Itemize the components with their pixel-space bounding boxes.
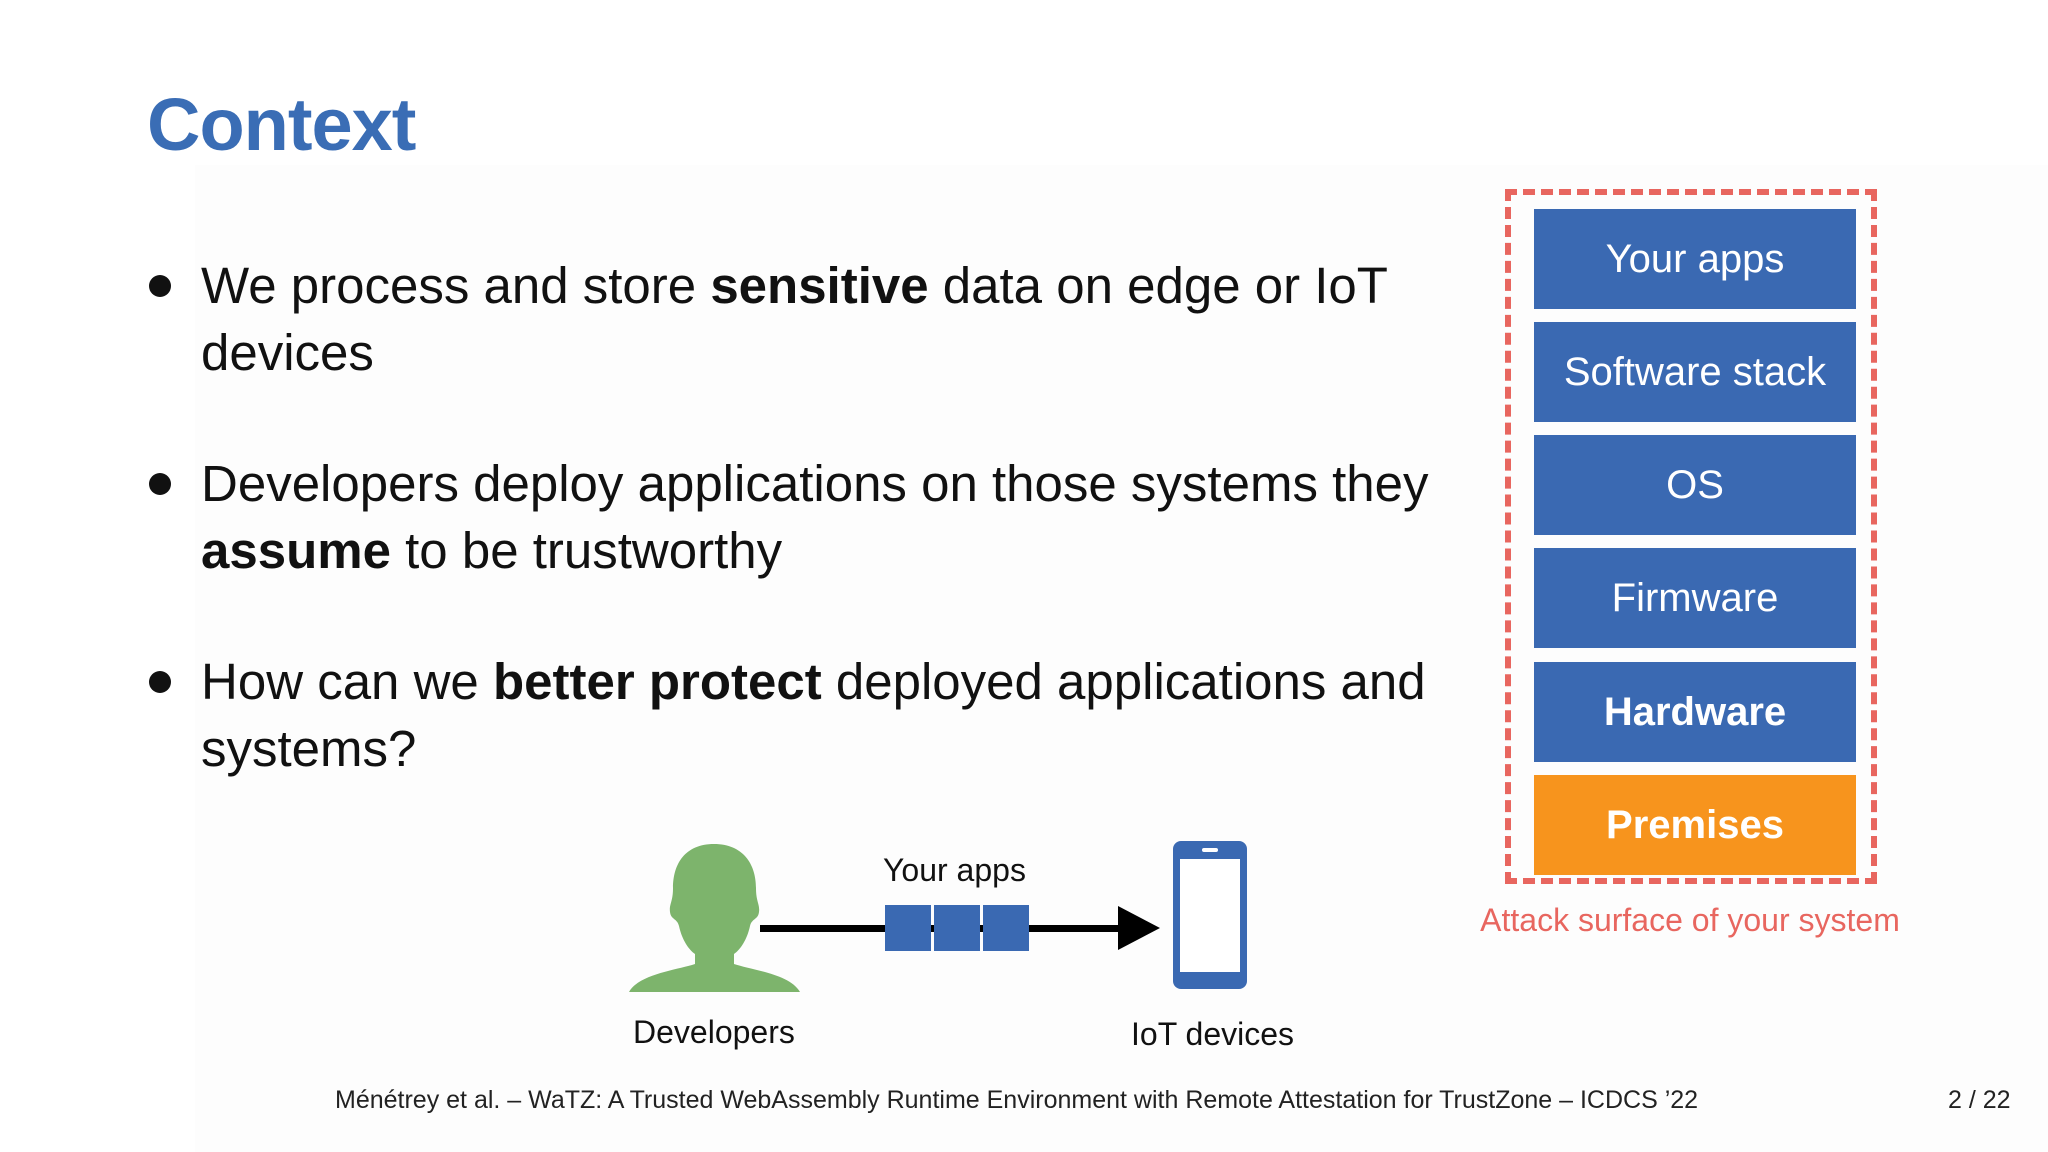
layer-os: OS (1534, 435, 1856, 535)
layer-your-apps: Your apps (1534, 209, 1856, 309)
bullet-item: How can we better protect deployed appli… (147, 648, 1437, 782)
app-package-block (885, 905, 931, 951)
iot-devices-label: IoT devices (1131, 1016, 1295, 1052)
bullet-emphasis: better protect (492, 653, 822, 710)
layer-software-stack: Software stack (1534, 322, 1856, 422)
app-package-block (983, 905, 1029, 951)
developers-label: Developers (633, 1014, 795, 1050)
attack-surface-stack: Your apps Software stack OS Firmware Har… (1505, 189, 1877, 884)
bullet-dot-icon (149, 473, 171, 495)
bullet-emphasis: assume (201, 522, 391, 579)
bullet-emphasis: sensitive (710, 257, 929, 314)
attack-surface-caption: Attack surface of your system (1480, 902, 1900, 938)
apps-label: Your apps (883, 852, 1026, 888)
layer-premises: Premises (1534, 775, 1856, 875)
layer-firmware: Firmware (1534, 548, 1856, 648)
app-package-block (934, 905, 980, 951)
bullet-item: Developers deploy applications on those … (147, 450, 1437, 584)
iot-phone-icon (1173, 841, 1247, 989)
layer-hardware: Hardware (1534, 662, 1856, 762)
developer-person-icon (629, 844, 800, 992)
page-number: 2 / 22 (1948, 1086, 2011, 1114)
slide-title: Context (147, 83, 416, 166)
bullet-list: We process and store sensitive data on e… (147, 252, 1437, 846)
bullet-dot-icon (149, 275, 171, 297)
bullet-dot-icon (149, 671, 171, 693)
footer-citation: Ménétrey et al. – WaTZ: A Trusted WebAss… (335, 1086, 1699, 1114)
bullet-item: We process and store sensitive data on e… (147, 252, 1437, 386)
